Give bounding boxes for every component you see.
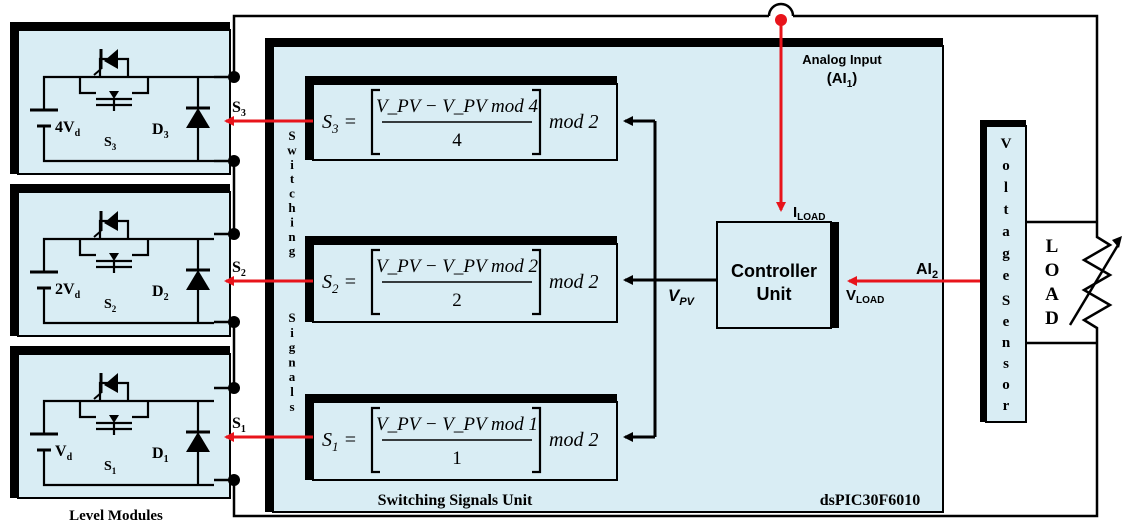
diode-label-2: D2 bbox=[152, 283, 169, 303]
load-wires bbox=[1026, 220, 1122, 345]
outer-bus-wire bbox=[232, 2, 1099, 518]
load-letter: D bbox=[1045, 308, 1059, 329]
svg-text:i: i bbox=[290, 157, 294, 172]
formula-tail: mod 2 bbox=[549, 111, 598, 133]
analog-input-label: Analog Input bbox=[802, 52, 882, 67]
ai2-label: AI2 bbox=[916, 261, 938, 281]
svg-text:e: e bbox=[1003, 314, 1010, 330]
formula-box-1 bbox=[305, 394, 618, 481]
svg-text:g: g bbox=[1002, 246, 1010, 262]
svg-text:w: w bbox=[287, 142, 297, 157]
signal-label-3: S3 bbox=[232, 99, 246, 119]
svg-text:e: e bbox=[1003, 268, 1010, 284]
formula-numerator: V_PV − V_PV mod 1 bbox=[376, 414, 538, 435]
svg-text:n: n bbox=[1002, 335, 1011, 351]
svg-text:n: n bbox=[288, 229, 296, 244]
svg-text:S: S bbox=[288, 310, 295, 325]
formula-1: S1 = V_PV − V_PV mod 1 1 mod 2 bbox=[322, 406, 598, 474]
analog-input-node bbox=[775, 14, 787, 26]
switch-label-3: S3 bbox=[104, 135, 117, 152]
svg-text:V: V bbox=[1001, 136, 1012, 152]
signal-label-1: S1 bbox=[232, 415, 246, 435]
red-signal-lines bbox=[224, 20, 1000, 442]
svg-text:t: t bbox=[290, 171, 295, 186]
svg-text:s: s bbox=[289, 399, 294, 414]
load-letter: L bbox=[1046, 236, 1059, 257]
svg-text:g: g bbox=[289, 243, 296, 258]
load-label: LOAD bbox=[1045, 236, 1060, 329]
svg-text:c: c bbox=[289, 186, 295, 201]
formula-denominator: 2 bbox=[452, 290, 462, 311]
formula-numerator: V_PV − V_PV mod 4 bbox=[376, 96, 538, 117]
vpv-label: VPV bbox=[668, 286, 696, 308]
svg-text:i: i bbox=[290, 325, 294, 340]
svg-text:S: S bbox=[288, 128, 295, 143]
svg-text:S2 =: S2 = bbox=[322, 271, 357, 296]
svg-text:S: S bbox=[1002, 293, 1010, 309]
svg-text:t: t bbox=[1004, 202, 1009, 218]
controller-label-line2: Unit bbox=[757, 284, 792, 304]
rail-nodes bbox=[228, 71, 240, 486]
vpv-bus bbox=[623, 116, 717, 442]
formula-2: S2 = V_PV − V_PV mod 2 2 mod 2 bbox=[322, 248, 598, 316]
svg-text:n: n bbox=[288, 354, 296, 369]
load-letter: O bbox=[1045, 260, 1060, 281]
svg-text:l: l bbox=[1004, 180, 1008, 196]
svg-text:g: g bbox=[289, 340, 296, 355]
svg-text:i: i bbox=[290, 214, 294, 229]
formula-tail: mod 2 bbox=[549, 271, 598, 293]
svg-text:l: l bbox=[290, 384, 294, 399]
switching-signals-unit-caption: Switching Signals Unit bbox=[378, 492, 533, 509]
svg-text:S1 =: S1 = bbox=[322, 429, 357, 454]
controller-label-line1: Controller bbox=[731, 261, 817, 281]
svg-text:s: s bbox=[1003, 356, 1009, 372]
switch-label-2: S2 bbox=[104, 297, 117, 314]
iload-label: ILOAD bbox=[793, 204, 826, 223]
analog-input-id: (AI1) bbox=[827, 70, 858, 90]
source-label-3: 4Vd bbox=[55, 119, 81, 139]
switch-label-1: S1 bbox=[104, 459, 117, 476]
source-label-2: 2Vd bbox=[55, 281, 81, 301]
load-letter: A bbox=[1045, 284, 1059, 305]
svg-text:S3 =: S3 = bbox=[322, 111, 357, 136]
vertical-word-switching: Switching bbox=[287, 128, 297, 258]
formula-3: S3 = V_PV − V_PV mod 4 4 mod 2 bbox=[322, 88, 598, 156]
vload-label: VLOAD bbox=[846, 287, 884, 306]
svg-text:a: a bbox=[289, 369, 296, 384]
mcu-caption: dsPIC30F6010 bbox=[820, 492, 920, 509]
formula-numerator: V_PV − V_PV mod 2 bbox=[376, 256, 538, 277]
formula-box-2 bbox=[305, 236, 618, 323]
diode-label-1: D1 bbox=[152, 445, 169, 465]
formula-tail: mod 2 bbox=[549, 429, 598, 451]
vertical-word-signals: Signals bbox=[288, 310, 296, 414]
level-modules-caption: Level Modules bbox=[69, 508, 163, 524]
formula-denominator: 1 bbox=[452, 448, 462, 469]
signal-label-2: S2 bbox=[232, 259, 246, 279]
formula-denominator: 4 bbox=[452, 130, 462, 151]
svg-text:h: h bbox=[288, 200, 296, 215]
diode-label-3: D3 bbox=[152, 121, 169, 141]
source-label-1: Vd bbox=[55, 443, 73, 463]
svg-text:a: a bbox=[1002, 224, 1010, 240]
svg-text:r: r bbox=[1003, 398, 1010, 414]
svg-text:o: o bbox=[1002, 158, 1010, 174]
controller-unit-box bbox=[716, 221, 839, 329]
voltage-sensor-box bbox=[980, 120, 1027, 423]
formulas: S3 = V_PV − V_PV mod 4 4 mod 2 S2 = V_PV − V_… bbox=[322, 88, 598, 474]
svg-text:o: o bbox=[1002, 377, 1010, 393]
